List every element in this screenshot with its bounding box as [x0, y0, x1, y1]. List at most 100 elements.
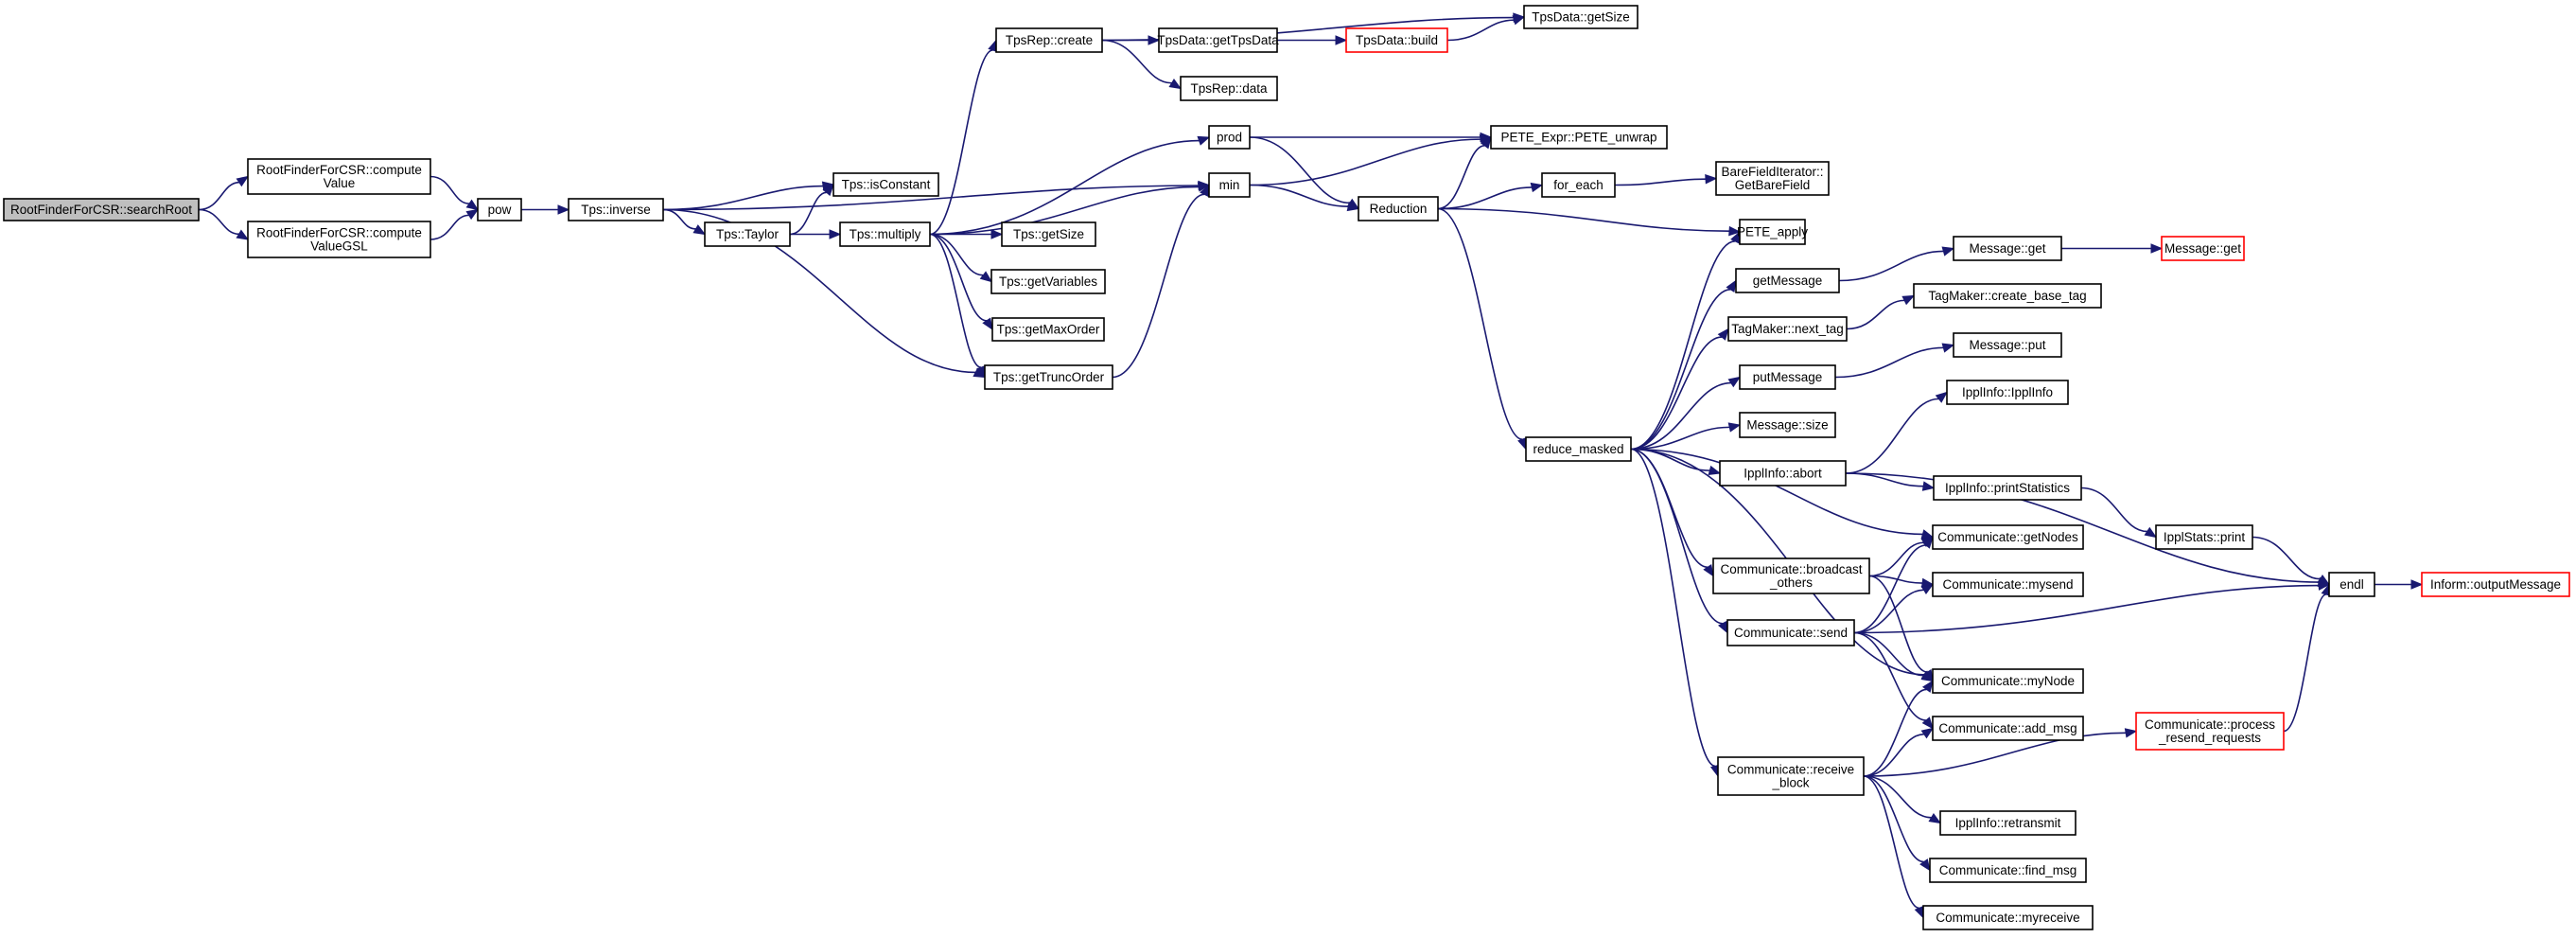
node-pete-apply[interactable]: PETE_apply — [1737, 219, 1808, 245]
node-pow[interactable]: pow — [477, 198, 522, 221]
node-tps-get-size[interactable]: Tps::getSize — [1001, 221, 1096, 247]
node-label: GetBareField — [1735, 178, 1811, 192]
node-box — [2135, 712, 2285, 751]
node-message-put[interactable]: Message::put — [1953, 332, 2062, 358]
node-tps-rep-data[interactable]: TpsRep::data — [1180, 76, 1278, 101]
edge-get-trunc-order-to-min — [1112, 184, 1210, 379]
node-is-constant[interactable]: Tps::isConstant — [832, 172, 939, 197]
node-label: reduce_masked — [1533, 442, 1623, 456]
node-prod[interactable]: prod — [1208, 125, 1251, 150]
edge-line — [1863, 775, 1924, 863]
node-message-get[interactable]: Message::get — [1953, 236, 2062, 261]
edge-line — [1437, 207, 1730, 232]
node-message-get2[interactable]: Message::get — [2161, 236, 2245, 261]
node-add-msg[interactable]: Communicate::add_msg — [1932, 716, 2084, 741]
node-get-nodes[interactable]: Communicate::getNodes — [1932, 524, 2084, 550]
node-put-message[interactable]: putMessage — [1739, 364, 1836, 390]
arrow-head-icon — [1941, 246, 1955, 257]
node-for-each[interactable]: for_each — [1541, 172, 1616, 198]
edge-reduce-masked-to-message-size — [1630, 422, 1742, 451]
node-send[interactable]: Communicate::send — [1726, 619, 1855, 646]
node-ippl-info[interactable]: IpplInfo::IpplInfo — [1946, 380, 2069, 405]
edge-abort-to-ippl-info — [1845, 391, 1949, 474]
node-label: Tps::isConstant — [842, 178, 931, 192]
node-get-message[interactable]: getMessage — [1735, 268, 1840, 293]
node-broadcast-others[interactable]: Communicate::broadcast_others — [1712, 557, 1870, 594]
node-myreceive[interactable]: Communicate::myreceive — [1922, 905, 2094, 930]
node-min[interactable]: min — [1208, 172, 1251, 198]
node-get-variables[interactable]: Tps::getVariables — [990, 269, 1106, 294]
node-label: TagMaker::create_base_tag — [1928, 289, 2086, 303]
node-box — [1715, 161, 1830, 196]
arrow-head-icon — [1921, 536, 1934, 549]
edge-line — [1853, 544, 1927, 634]
arrow-head-icon — [1921, 481, 1936, 491]
node-abort[interactable]: IpplInfo::abort — [1719, 460, 1847, 487]
node-tps-rep-create[interactable]: TpsRep::create — [995, 27, 1103, 53]
node-reduction[interactable]: Reduction — [1358, 196, 1439, 221]
arrow-head-icon — [2124, 728, 2138, 738]
edge-line — [429, 175, 470, 204]
node-box — [1717, 756, 1865, 796]
node-search-root[interactable]: RootFinderForCSR::searchRoot — [3, 198, 200, 221]
node-find-msg[interactable]: Communicate::find_msg — [1929, 858, 2087, 883]
node-box — [1345, 27, 1448, 53]
edge-line — [1853, 631, 1924, 677]
node-create-base-tag[interactable]: TagMaker::create_base_tag — [1913, 283, 2102, 309]
edge-search-root-to-compute-value — [198, 175, 250, 211]
edge-line — [1630, 448, 1716, 768]
edge-send-to-mysend — [1853, 583, 1935, 634]
node-label: Communicate::find_msg — [1939, 863, 2077, 877]
node-receive-block[interactable]: Communicate::receive_block — [1717, 756, 1865, 796]
edge-for-each-to-get-bare-field — [1614, 174, 1718, 186]
node-my-node[interactable]: Communicate::myNode — [1932, 668, 2084, 694]
node-label: IpplInfo::retransmit — [1955, 816, 2061, 830]
edge-endl-to-output-message — [2374, 579, 2424, 590]
edge-next-tag-to-create-base-tag — [1846, 294, 1916, 330]
arrow-head-icon — [1708, 465, 1722, 476]
node-get-max-order[interactable]: Tps::getMaxOrder — [991, 317, 1105, 342]
node-get-bare-field[interactable]: BareFieldIterator::GetBareField — [1715, 161, 1830, 196]
node-inverse[interactable]: Tps::inverse — [568, 198, 664, 221]
node-mysend[interactable]: Communicate::mysend — [1932, 572, 2084, 597]
node-label: Message::size — [1746, 418, 1828, 433]
edge-line — [1853, 631, 1927, 721]
node-message-size[interactable]: Message::size — [1739, 412, 1836, 438]
arrow-head-icon — [990, 229, 1004, 239]
node-tps-data-build[interactable]: TpsData::build — [1345, 27, 1448, 53]
node-process-resend[interactable]: Communicate::process_resend_requests — [2135, 712, 2285, 751]
edge-line — [1868, 575, 1928, 673]
node-endl[interactable]: endl — [2328, 572, 2375, 597]
node-next-tag[interactable]: TagMaker::next_tag — [1727, 316, 1848, 342]
arrow-head-icon — [822, 184, 834, 197]
node-ippl-stats-print[interactable]: IpplStats::print — [2155, 524, 2253, 550]
node-multiply[interactable]: Tps::multiply — [839, 221, 931, 247]
node-pete-unwrap[interactable]: PETE_Expr::PETE_unwrap — [1490, 125, 1668, 150]
node-print-statistics[interactable]: IpplInfo::printStatistics — [1933, 475, 2082, 501]
edge-line — [1845, 398, 1939, 474]
node-tps-data-get-size[interactable]: TpsData::getSize — [1523, 5, 1638, 29]
node-label: IpplStats::print — [2164, 530, 2246, 544]
node-box — [1932, 524, 2084, 550]
node-taylor[interactable]: Tps::Taylor — [704, 221, 791, 247]
arrow-head-icon — [2318, 580, 2331, 591]
node-label: TpsData::getTpsData — [1157, 33, 1279, 47]
node-box — [1001, 221, 1096, 247]
node-output-message[interactable]: Inform::outputMessage — [2421, 572, 2570, 597]
edge-line — [1863, 775, 1919, 910]
node-box — [1922, 905, 2094, 930]
node-box — [1208, 172, 1251, 198]
node-get-trunc-order[interactable]: Tps::getTruncOrder — [984, 364, 1113, 390]
edge-line — [1845, 472, 2320, 583]
arrow-head-icon — [1901, 294, 1916, 306]
node-label: Communicate::broadcast — [1720, 562, 1862, 576]
node-get-tps-data[interactable]: TpsData::getTpsData — [1157, 27, 1279, 53]
arrow-head-icon — [692, 224, 707, 236]
node-box — [1913, 283, 2102, 309]
node-reduce-masked[interactable]: reduce_masked — [1525, 436, 1632, 462]
node-box — [2421, 572, 2570, 597]
node-label: Communicate::getNodes — [1937, 530, 2078, 544]
node-retransmit[interactable]: IpplInfo::retransmit — [1939, 810, 2077, 836]
